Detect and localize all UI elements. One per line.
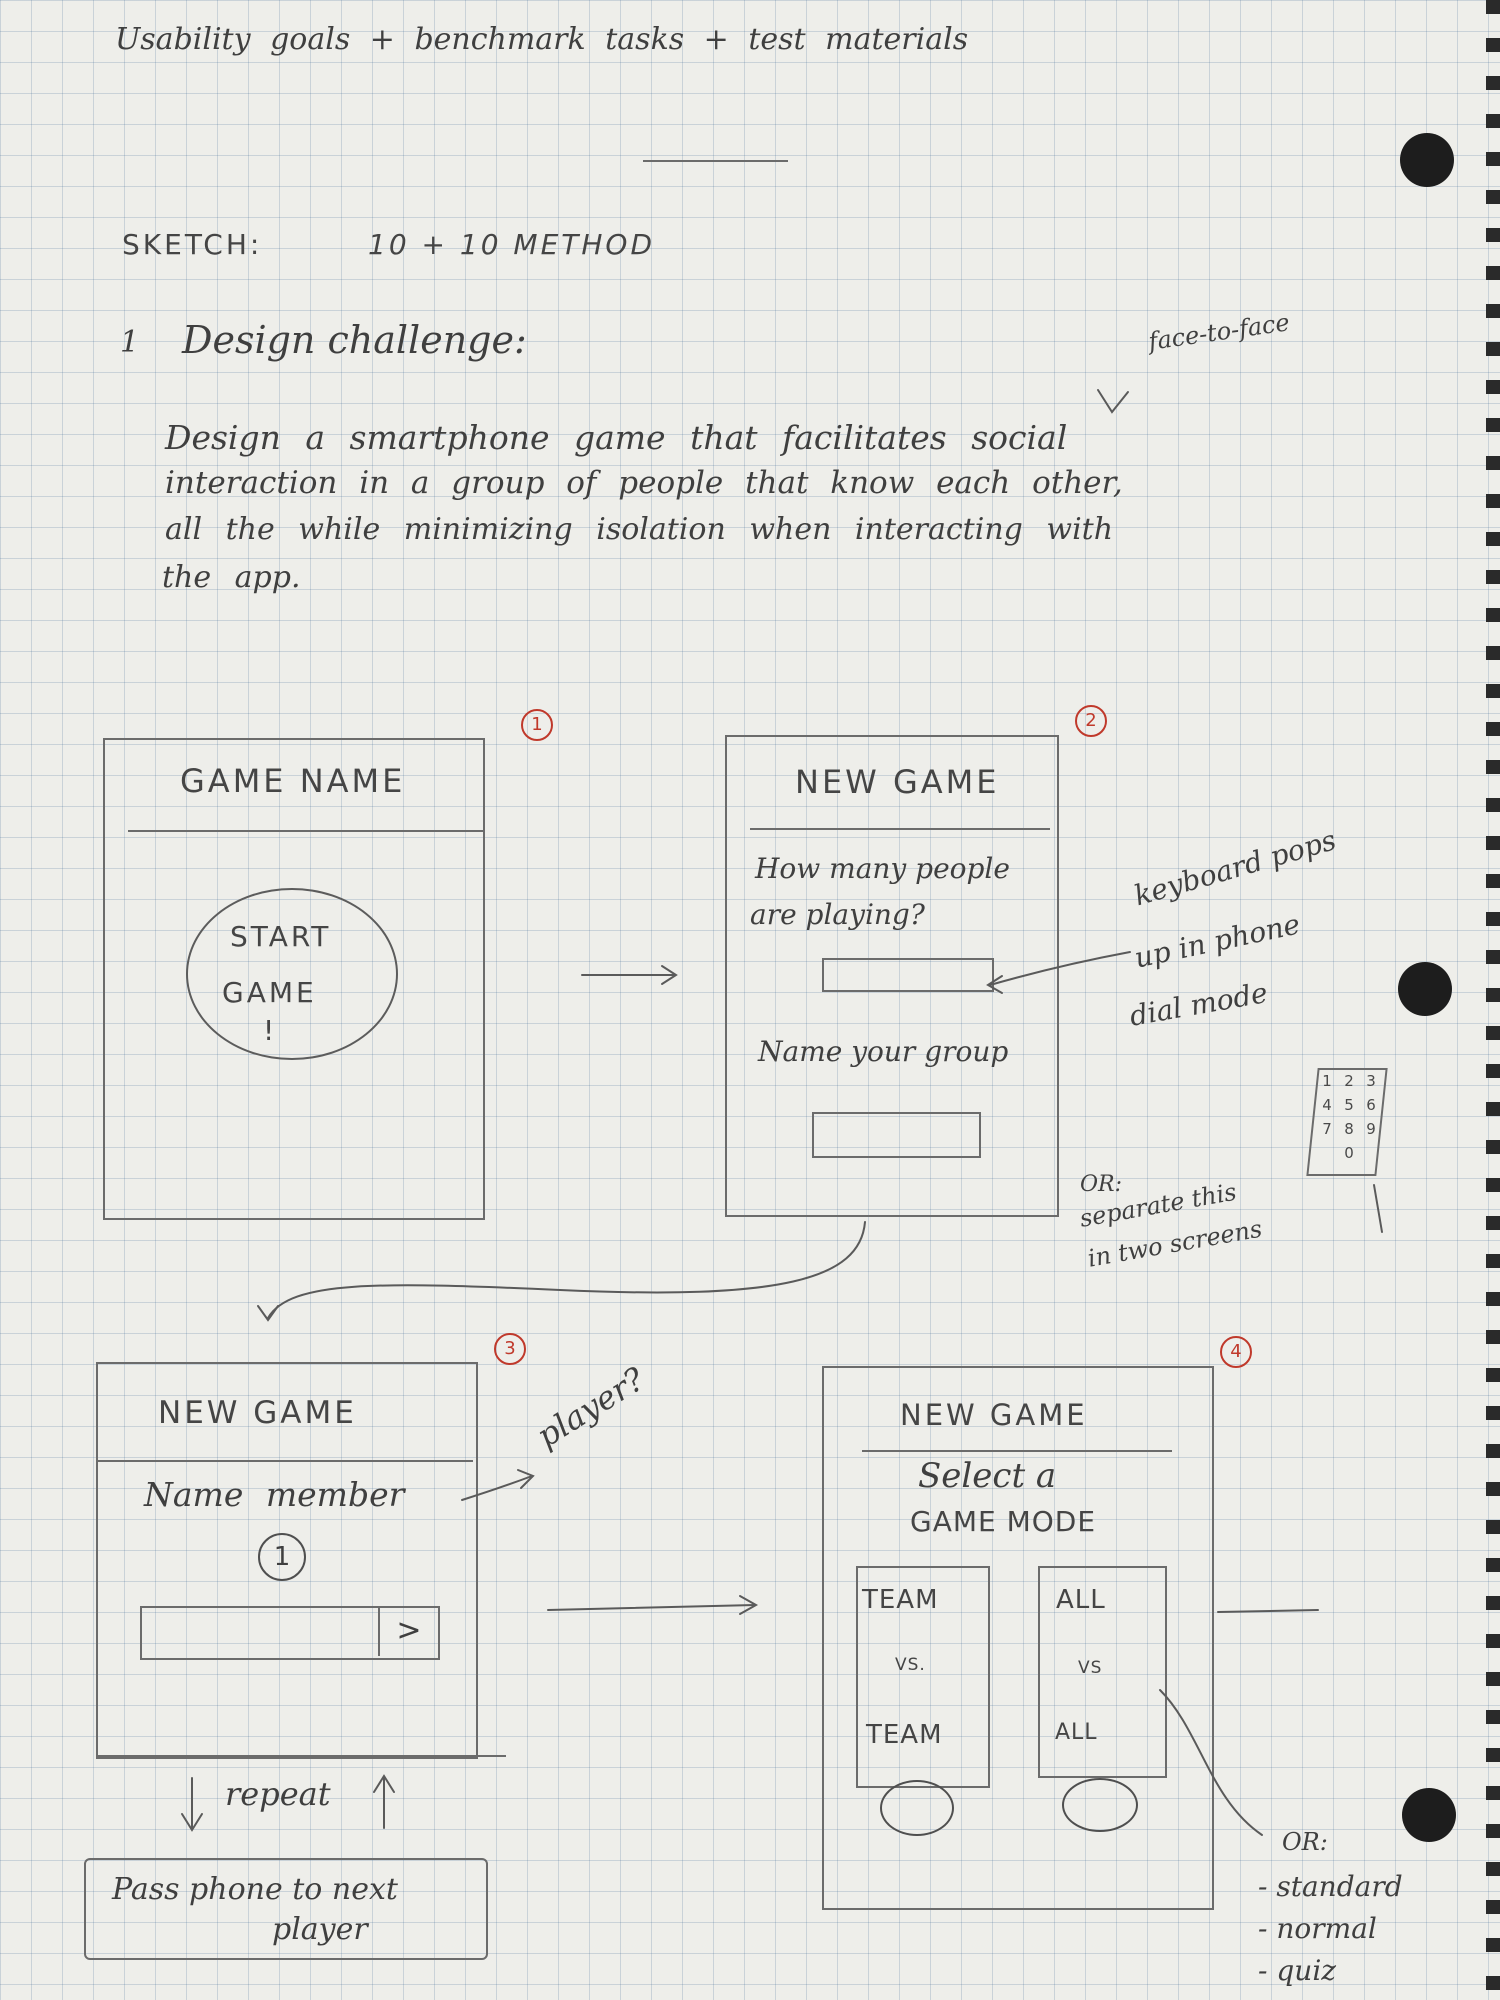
screen-1-number-badge: 1 — [521, 709, 553, 741]
member-number-badge: 1 — [258, 1533, 306, 1581]
keypad-key: 3 — [1366, 1072, 1376, 1090]
player-note-pointer — [461, 1475, 533, 1501]
mode-all-label-2: VS — [1078, 1658, 1103, 1678]
repeat-label: repeat — [225, 1775, 331, 1813]
screen-3-bottom-line — [96, 1755, 506, 1757]
screen-2-question-2: are playing? — [750, 898, 925, 931]
screen-4-subtitle-1: Select a — [918, 1456, 1057, 1496]
keypad-key: 9 — [1366, 1120, 1376, 1138]
screen-4-number-badge: 4 — [1220, 1336, 1252, 1368]
start-game-label-3: ! — [263, 1014, 278, 1047]
header-divider — [643, 160, 788, 162]
mode-all-label-1: ALL — [1056, 1585, 1106, 1615]
screen-2-number-badge: 2 — [1075, 705, 1107, 737]
screen-1-divider — [128, 830, 483, 832]
start-game-label-2: GAME — [222, 976, 317, 1009]
keyboard-note-pointer — [989, 951, 1131, 986]
mode-list-item: - quiz — [1258, 1954, 1337, 1987]
note-or-1: OR: — [1080, 1172, 1123, 1197]
keypad-key: 0 — [1344, 1144, 1354, 1162]
screen-2-question-1: How many people — [755, 852, 1010, 885]
challenge-label: Design challenge: — [182, 318, 527, 362]
mode-team-label-2: VS. — [895, 1655, 926, 1675]
pass-phone-line-2: player — [272, 1912, 368, 1947]
screen-3-label: Name member — [144, 1475, 405, 1514]
keypad-key: 4 — [1322, 1096, 1332, 1114]
challenge-line-4: the app. — [162, 560, 301, 595]
keypad-key: 7 — [1322, 1120, 1332, 1138]
pass-phone-note-box — [84, 1858, 488, 1960]
start-game-label-1: START — [230, 920, 332, 953]
screen-3-divider — [98, 1460, 473, 1462]
screen-2-frame — [725, 735, 1059, 1217]
all-group-icon — [1062, 1778, 1138, 1832]
next-member-button[interactable]: > — [378, 1606, 438, 1656]
mode-all-label-3: ALL — [1055, 1720, 1098, 1745]
arrow-screen2-to-screen3 — [267, 1221, 866, 1319]
mode-note-or: OR: — [1282, 1828, 1328, 1856]
sketch-method: 10 + 10 METHOD — [368, 228, 656, 261]
keypad-key: 8 — [1344, 1120, 1354, 1138]
challenge-number: 1 — [120, 325, 140, 360]
mode-note-pointer — [1159, 1689, 1263, 1836]
mode-option-all[interactable] — [1038, 1566, 1167, 1778]
screen-1-title: GAME NAME — [180, 762, 406, 800]
mode-team-label-1: TEAM — [862, 1585, 939, 1615]
header-line: Usability goals + benchmark tasks + test… — [115, 22, 969, 57]
screen-2-title: NEW GAME — [795, 763, 1000, 801]
challenge-line-2: interaction in a group of people that kn… — [165, 465, 1123, 501]
screen-4-frame — [822, 1366, 1214, 1910]
punch-hole-bottom — [1402, 1788, 1456, 1842]
player-count-input[interactable] — [822, 958, 994, 992]
mode-team-label-3: TEAM — [866, 1720, 943, 1750]
screen-1-frame — [103, 738, 485, 1220]
group-name-input[interactable] — [812, 1112, 981, 1158]
member-name-input[interactable] — [140, 1606, 440, 1660]
mode-list-item: - normal — [1258, 1912, 1377, 1945]
mode-list-item: - standard — [1258, 1870, 1403, 1903]
team-group-icon — [880, 1780, 954, 1836]
screen-2-group-label: Name your group — [758, 1035, 1009, 1068]
challenge-line-1: Design a smartphone game that facilitate… — [165, 418, 1068, 457]
pass-phone-line-1: Pass phone to next — [112, 1872, 398, 1907]
screen-4-title: NEW GAME — [900, 1398, 1088, 1432]
challenge-line-3: all the while minimizing isolation when … — [165, 512, 1114, 547]
screen-4-subtitle-2: GAME MODE — [910, 1505, 1097, 1538]
start-game-button[interactable] — [186, 888, 398, 1060]
punch-hole-middle — [1398, 962, 1452, 1016]
insert-caret — [1097, 389, 1129, 414]
screen-3-number-badge: 3 — [494, 1333, 526, 1365]
screen-3-title: NEW GAME — [158, 1395, 357, 1431]
keypad-key: 1 — [1322, 1072, 1332, 1090]
keypad-sketch: 1 2 3 4 5 6 7 8 9 0 — [1306, 1068, 1408, 1188]
keypad-key: 5 — [1344, 1096, 1354, 1114]
punch-hole-top — [1400, 133, 1454, 187]
mode-extra-line — [1217, 1609, 1319, 1613]
keypad-key: 2 — [1344, 1072, 1354, 1090]
keypad-key: 6 — [1366, 1096, 1376, 1114]
screen-2-divider — [750, 828, 1050, 830]
sketch-heading: SKETCH: — [122, 228, 263, 261]
spiral-binding — [1486, 0, 1500, 2000]
screen-4-divider — [862, 1450, 1172, 1452]
arrow-screen3-to-screen4 — [547, 1604, 756, 1611]
screen-3-frame — [96, 1362, 478, 1759]
